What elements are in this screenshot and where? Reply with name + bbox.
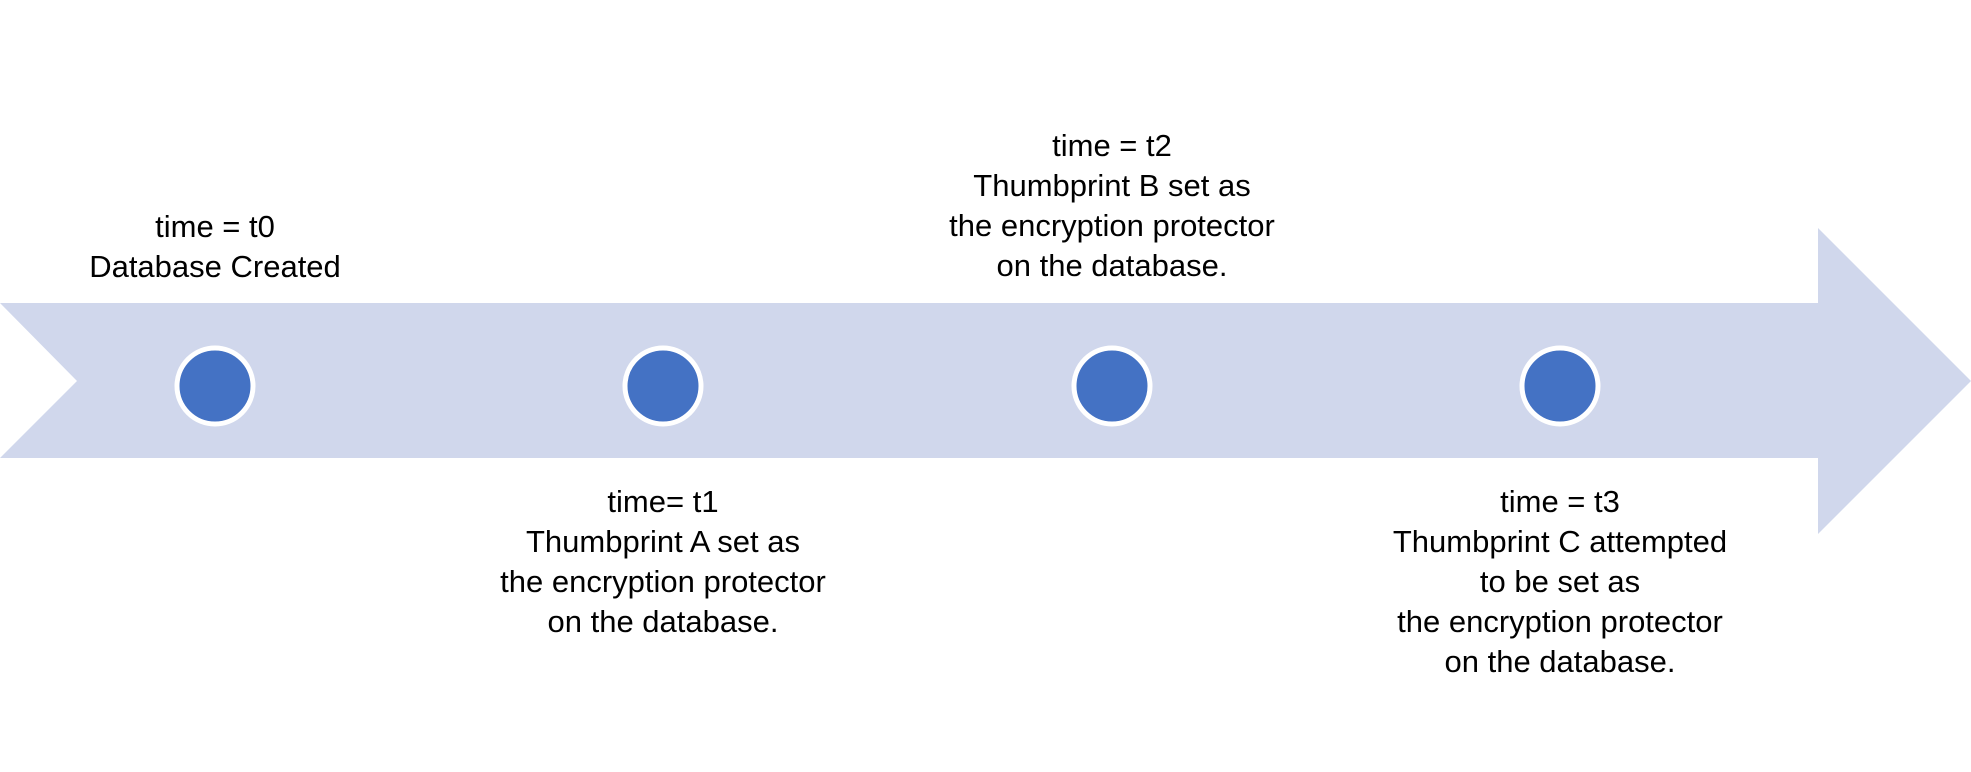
event-line: time= t1: [607, 484, 719, 519]
event-line: Database Created: [89, 249, 341, 284]
timeline-marker-t2: [1071, 345, 1153, 427]
event-line: on the database.: [996, 248, 1228, 283]
event-line: the encryption protector: [500, 564, 826, 599]
timeline-marker-t3: [1519, 345, 1601, 427]
event-label-t3: time = t3 Thumbprint C attempted to be s…: [1330, 482, 1790, 682]
event-line: the encryption protector: [949, 208, 1275, 243]
event-line: on the database.: [547, 604, 779, 639]
event-line: time = t3: [1500, 484, 1620, 519]
timeline-marker-t1: [622, 345, 704, 427]
timeline-arrow: [0, 228, 1971, 534]
event-line: the encryption protector: [1397, 604, 1723, 639]
event-line: to be set as: [1479, 564, 1641, 599]
event-line: time = t2: [1052, 128, 1172, 163]
event-label-t1: time= t1 Thumbprint A set as the encrypt…: [433, 482, 893, 642]
event-line: on the database.: [1444, 644, 1676, 679]
event-line: Thumbprint A set as: [526, 524, 800, 559]
event-label-t2: time = t2 Thumbprint B set as the encryp…: [882, 126, 1342, 286]
event-line: Thumbprint C attempted: [1392, 524, 1728, 559]
event-line: time = t0: [155, 209, 275, 244]
event-line: Thumbprint B set as: [973, 168, 1251, 203]
timeline-marker-t0: [174, 345, 256, 427]
event-label-t0: time = t0 Database Created: [0, 207, 445, 287]
